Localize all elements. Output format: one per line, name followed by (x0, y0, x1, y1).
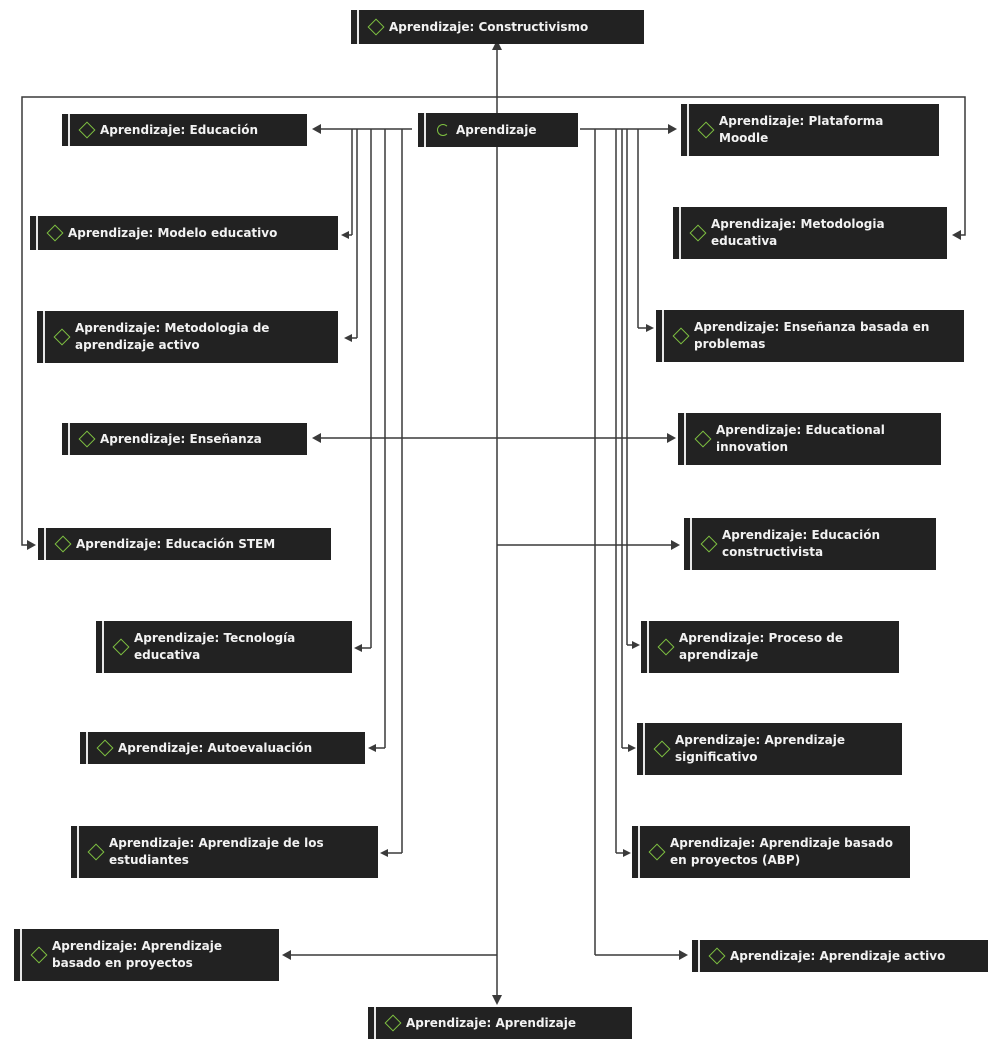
diamond-icon (367, 18, 385, 36)
node-problemas[interactable]: Aprendizaje: Enseñanza basada en problem… (656, 310, 964, 362)
diamond-icon (96, 739, 114, 757)
node-tecnologia[interactable]: Aprendizaje: Tecnología educativa (96, 621, 352, 673)
node-abp[interactable]: Aprendizaje: Aprendizaje basado en proye… (632, 826, 910, 878)
node-educacion[interactable]: Aprendizaje: Educación (62, 114, 307, 146)
node-innovation[interactable]: Aprendizaje: Educational innovation (678, 413, 941, 465)
node-metodologia-act[interactable]: Aprendizaje: Metodologia de aprendizaje … (37, 311, 338, 363)
diamond-icon (653, 740, 671, 758)
diamond-icon (689, 224, 707, 242)
node-activo[interactable]: Aprendizaje: Aprendizaje activo (692, 940, 988, 972)
diamond-icon (657, 638, 675, 656)
diamond-icon (708, 947, 726, 965)
node-proyectos[interactable]: Aprendizaje: Aprendizaje basado en proye… (14, 929, 279, 981)
sync-icon (437, 124, 449, 136)
node-modelo[interactable]: Aprendizaje: Modelo educativo (30, 216, 338, 250)
node-constructivista[interactable]: Aprendizaje: Educación constructivista (684, 518, 936, 570)
node-aprendizaje[interactable]: Aprendizaje: Aprendizaje (368, 1007, 632, 1039)
diamond-icon (53, 328, 71, 346)
diamond-icon (30, 946, 48, 964)
node-significativo[interactable]: Aprendizaje: Aprendizaje significativo (637, 723, 902, 775)
node-proceso[interactable]: Aprendizaje: Proceso de aprendizaje (641, 621, 899, 673)
diamond-icon (700, 535, 718, 553)
diamond-icon (694, 430, 712, 448)
node-autoevaluacion[interactable]: Aprendizaje: Autoevaluación (80, 732, 365, 764)
diamond-icon (648, 843, 666, 861)
diamond-icon (672, 327, 690, 345)
diamond-icon (78, 430, 96, 448)
diamond-icon (697, 121, 715, 139)
node-ensenanza[interactable]: Aprendizaje: Enseñanza (62, 423, 307, 455)
node-moodle[interactable]: Aprendizaje: Plataforma Moodle (681, 104, 939, 156)
diamond-icon (112, 638, 130, 656)
diamond-icon (78, 121, 96, 139)
node-stem[interactable]: Aprendizaje: Educación STEM (38, 528, 331, 560)
diamond-icon (54, 535, 72, 553)
node-metodologia-edu[interactable]: Aprendizaje: Metodologia educativa (673, 207, 947, 259)
arrow-up (492, 40, 502, 50)
arrow-down (492, 995, 502, 1005)
node-estudiantes[interactable]: Aprendizaje: Aprendizaje de los estudian… (71, 826, 378, 878)
diamond-icon (384, 1014, 402, 1032)
diamond-icon (46, 224, 64, 242)
node-center[interactable]: Aprendizaje (418, 113, 578, 147)
diamond-icon (87, 843, 105, 861)
node-constructivismo[interactable]: Aprendizaje: Constructivismo (351, 10, 644, 44)
